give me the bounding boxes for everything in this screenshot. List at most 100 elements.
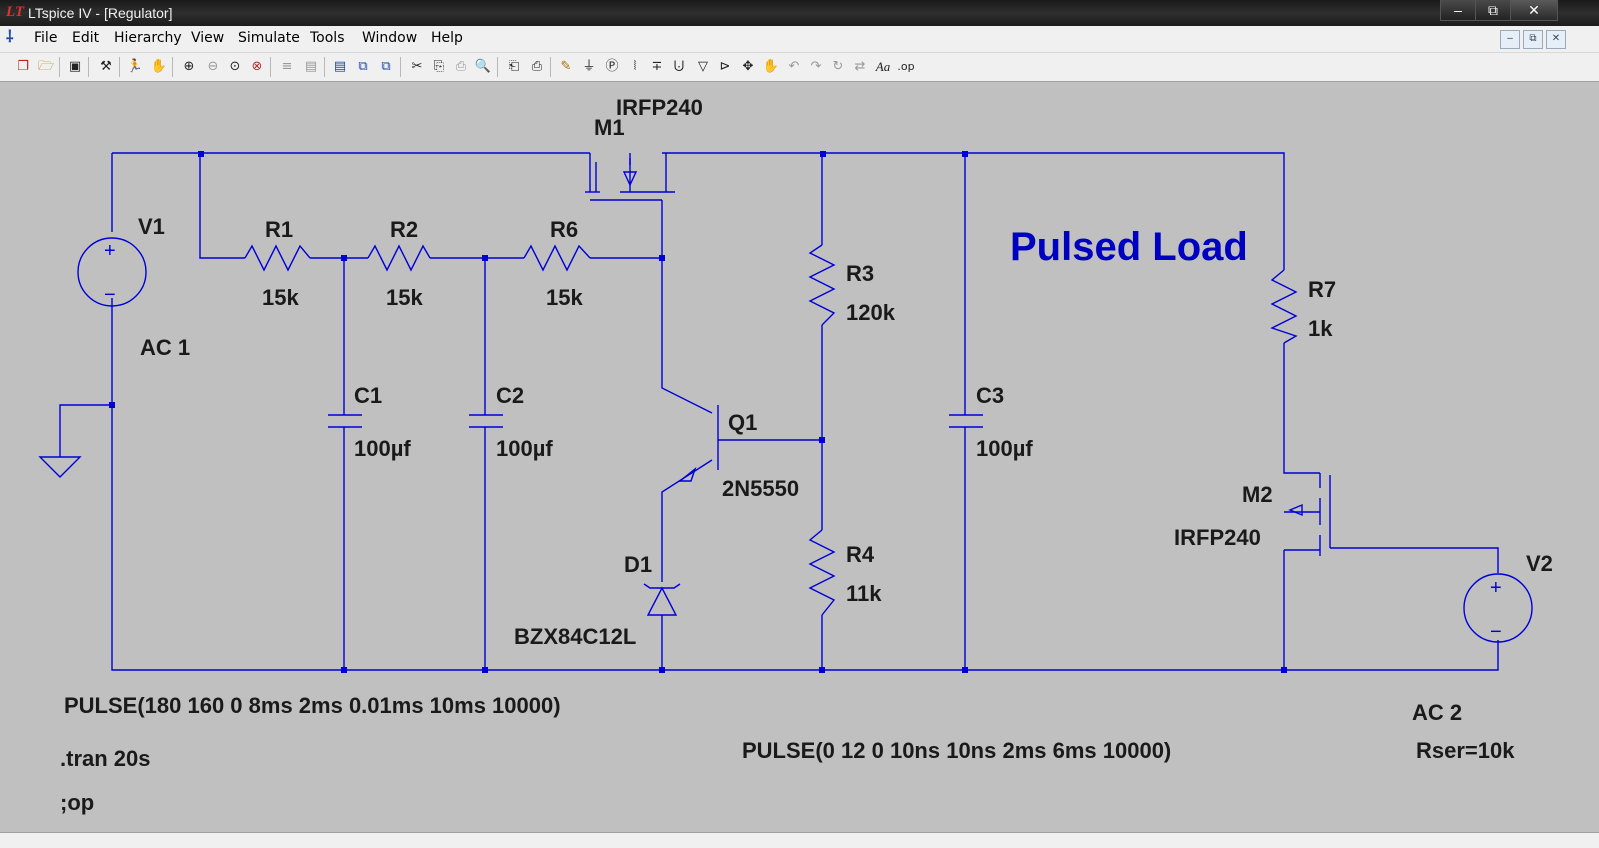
wire-icon[interactable]: ✎ [560, 59, 572, 74]
menu-bar: ⸸ File Edit Hierarchy View Simulate Tool… [0, 26, 1599, 53]
r2-value-label: 15k [386, 285, 423, 310]
wire [1283, 343, 1320, 474]
resistor-icon[interactable]: ⦚ [633, 59, 637, 74]
find-icon[interactable]: 🔍 [474, 59, 492, 74]
q1-model-label: 2N5550 [722, 476, 799, 501]
menu-help[interactable]: Help [431, 30, 463, 46]
v1-plus-sign: + [104, 240, 116, 262]
c3-value-label: 100µf [976, 436, 1033, 461]
transistor-q1-symbol [678, 405, 719, 482]
control-panel-icon[interactable]: ⚒ [100, 59, 112, 74]
v1-minus-sign: − [104, 284, 116, 306]
junction [659, 255, 665, 261]
ground-icon[interactable]: ⏚ [582, 59, 596, 74]
r7-name-label: R7 [1308, 277, 1336, 302]
v1-pulse-label: PULSE(180 160 0 8ms 2ms 0.01ms 10ms 1000… [64, 693, 561, 718]
redo-icon[interactable]: ↷ [810, 59, 822, 74]
zoom-out-icon[interactable]: ⊖ [207, 59, 219, 74]
junction [109, 402, 115, 408]
mdi-minimize-icon[interactable]: – [1500, 30, 1520, 49]
menu-tools[interactable]: Tools [310, 30, 345, 46]
print-setup-icon[interactable]: ⎗ [508, 59, 520, 74]
r3-name-label: R3 [846, 261, 874, 286]
source-signs: + − + − [104, 240, 1502, 643]
toolbar-separator [497, 57, 498, 77]
toolbar-separator [550, 57, 551, 77]
junctions [109, 151, 1287, 673]
c2-value-label: 100µf [496, 436, 553, 461]
mirror-icon[interactable]: ⇄ [854, 59, 866, 74]
open-icon[interactable]: 🗁 [37, 59, 55, 74]
toolbar-separator [270, 57, 271, 77]
undo-icon[interactable]: ↶ [788, 59, 800, 74]
component-icon[interactable]: ⊳ [719, 59, 731, 74]
minimize-icon[interactable]: – [1440, 0, 1476, 21]
menu-file[interactable]: File [34, 30, 58, 46]
tile-horizontal-icon[interactable]: ▤ [304, 59, 318, 74]
junction [962, 667, 968, 673]
resistor-r7-symbol [1270, 269, 1298, 344]
maximize-icon[interactable]: ⧉ [1475, 0, 1511, 21]
menu-simulate[interactable]: Simulate [238, 30, 300, 46]
zoom-cancel-icon[interactable]: ⊗ [251, 59, 263, 74]
junction [820, 151, 826, 157]
cascade-icon[interactable]: ▤ [333, 59, 347, 74]
save-icon[interactable]: ▣ [68, 59, 82, 74]
label-icon[interactable]: Ⓟ [605, 59, 619, 74]
capacitor-icon[interactable]: ∓ [651, 59, 663, 74]
menu-window[interactable]: Window [362, 30, 418, 46]
menu-hierarchy[interactable]: Hierarchy [114, 30, 182, 46]
spice-directive-icon[interactable]: .op [897, 60, 915, 73]
text-icon[interactable]: Aa [875, 59, 891, 74]
tile-vertical-icon[interactable]: ≡ [281, 59, 293, 74]
copy-icon[interactable]: ⎘ [433, 59, 445, 74]
v2-rser-label: Rser=10k [1416, 738, 1515, 763]
junction [341, 667, 347, 673]
resistor-r6-symbol [523, 244, 591, 272]
junction [482, 255, 488, 261]
rotate-icon[interactable]: ↻ [832, 59, 844, 74]
zoom-fit-icon[interactable]: ⊙ [229, 59, 241, 74]
mdi-close-icon[interactable]: ✕ [1546, 30, 1566, 49]
mosfet-m1-symbol [585, 153, 675, 201]
move-icon[interactable]: ✥ [742, 59, 754, 74]
inductor-icon[interactable]: ⨃ [673, 59, 685, 74]
toolbar-separator [400, 57, 401, 77]
mdi-restore-icon[interactable]: ⧉ [1523, 30, 1543, 49]
zoom-in-icon[interactable]: ⊕ [183, 59, 195, 74]
v1-value-label: AC 1 [140, 335, 190, 360]
drag-icon[interactable]: ✋ [762, 59, 780, 74]
schematic-canvas[interactable]: + − + − [0, 82, 1599, 832]
wire [199, 153, 245, 259]
halt-icon[interactable]: ✋ [150, 59, 168, 74]
close-window-icon[interactable]: ⧉ [381, 59, 391, 74]
diode-icon[interactable]: ▽ [698, 59, 708, 74]
new-schematic-icon[interactable]: ❐ [17, 59, 29, 74]
v2-source-symbol [1463, 573, 1533, 643]
c2-name-label: C2 [496, 383, 524, 408]
close-icon[interactable]: ✕ [1510, 0, 1558, 21]
wire [111, 298, 1499, 671]
toolbar-separator [324, 57, 325, 77]
d1-name-label: D1 [624, 552, 652, 577]
mosfet-m2-symbol [1284, 473, 1331, 556]
toolbar: ❐ 🗁 ▣ ⚒ 🏃 ✋ ⊕ ⊖ ⊙ ⊗ ≡ ▤ ▤ ⧉ ⧉ ✂ ⎘ ⎙ 🔍 ⎗ … [0, 53, 1599, 82]
cascade-windows-icon[interactable]: ⧉ [358, 59, 368, 74]
v2-plus-sign: + [1490, 577, 1502, 599]
menu-edit[interactable]: Edit [72, 30, 100, 46]
resistor-r4-symbol [808, 529, 836, 616]
resistors [244, 244, 1298, 616]
r7-value-label: 1k [1308, 316, 1333, 341]
run-icon[interactable]: 🏃 [126, 59, 144, 74]
m2-model-label: IRFP240 [1174, 525, 1261, 550]
paste-icon[interactable]: ⎙ [455, 59, 467, 74]
cut-icon[interactable]: ✂ [411, 59, 423, 74]
print-icon[interactable]: ⎙ [531, 59, 543, 74]
ltspice-logo-icon[interactable]: LT [6, 4, 25, 20]
menu-view[interactable]: View [191, 30, 225, 46]
v1-name-label: V1 [138, 214, 165, 239]
toolbar-separator [88, 57, 89, 77]
v2-minus-sign: − [1490, 621, 1502, 643]
ltspice-schematic-icon[interactable]: ⸸ [6, 29, 14, 46]
c3-name-label: C3 [976, 383, 1004, 408]
